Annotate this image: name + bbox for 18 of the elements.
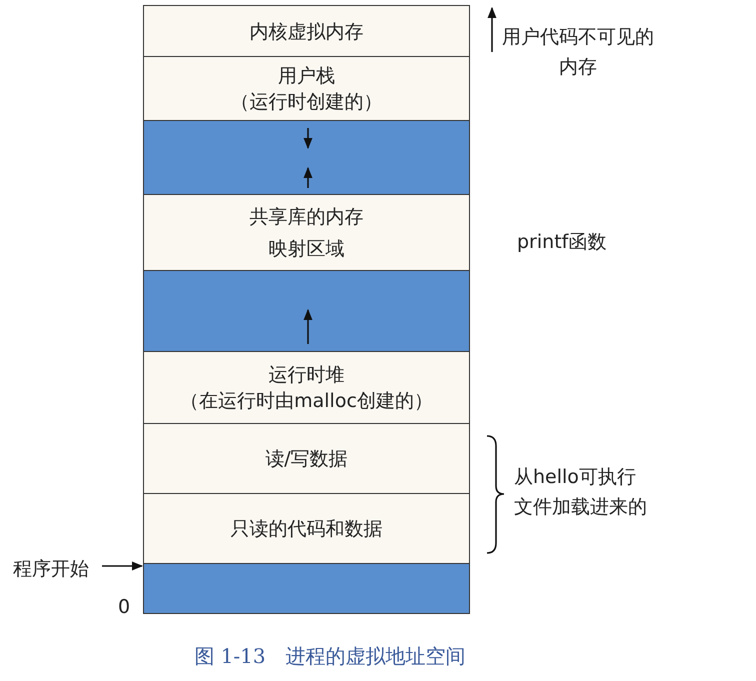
region-name: 运行时堆 [268, 363, 344, 388]
memory-band [143, 563, 470, 614]
region-name: 用户栈 [278, 64, 335, 89]
pointer-label: 程序开始 [13, 557, 89, 582]
load-note: 从hello可执行文件加载进来的 [514, 465, 648, 520]
function-label: printf函数 [517, 230, 608, 255]
region-name: 共享库的内存映射区域 [248, 205, 364, 262]
figure-caption: 图 1-13 进程的虚拟地址空间 [193, 643, 467, 670]
memory-band [143, 270, 470, 353]
region-note: 用户代码不可见的内存 [501, 25, 655, 80]
region-name: 内核虚拟内存 [250, 20, 364, 44]
address-label: 0 [118, 595, 132, 620]
region-note: （在运行时由malloc创建的） [180, 389, 433, 414]
memory-band [143, 120, 470, 196]
arrow [102, 562, 144, 570]
region-name: 读/写数据 [265, 447, 348, 472]
region-note: （运行时创建的） [230, 90, 382, 115]
region-name: 只读的代码和数据 [230, 517, 382, 542]
